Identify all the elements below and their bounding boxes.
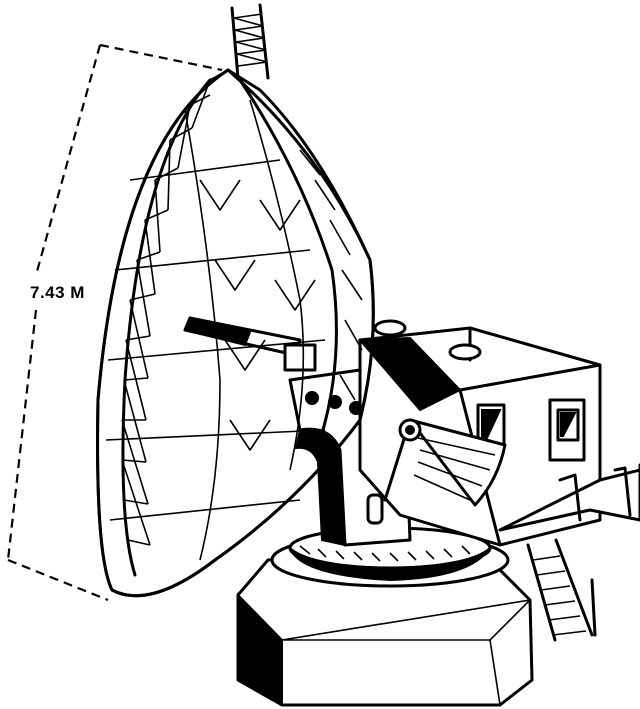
top-feed-mast	[230, 3, 270, 80]
dimension-label: 7.43 M	[30, 283, 85, 302]
equipment-cabin	[357, 319, 602, 547]
dimension-line	[6, 43, 223, 602]
reflector-dish	[96, 68, 375, 598]
platform-and-stairs	[498, 463, 640, 642]
elevation-sector	[383, 418, 507, 507]
base-pedestal	[236, 526, 534, 707]
